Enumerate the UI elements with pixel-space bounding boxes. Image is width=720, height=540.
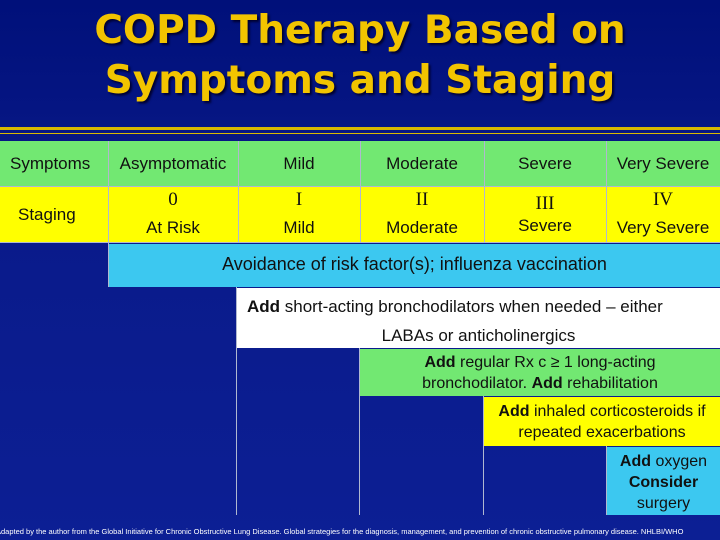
symptoms-asymptomatic: Asymptomatic (119, 154, 227, 173)
grid-line (0, 186, 720, 187)
grid-line (484, 141, 485, 243)
symptoms-mild: Mild (283, 154, 315, 173)
stage-1-label: Mild (283, 218, 315, 237)
stage-2-label: Moderate (386, 218, 458, 237)
short-acting-add: Add (247, 297, 281, 316)
grid-line (236, 287, 237, 515)
stage-0: 0 At Risk (108, 189, 238, 239)
source-citation: Adapted by the author from the Global In… (0, 527, 684, 536)
stage-0-label: At Risk (146, 218, 200, 237)
oxygen-line-1: Add oxygen (607, 451, 720, 472)
regular-rx-line-1: Add regular Rx c ≥ 1 long-acting (360, 352, 720, 373)
stage-3: III Severe (484, 193, 606, 237)
stage-4: IV Very Severe (606, 189, 720, 239)
slide-title: COPD Therapy Based on Symptoms and Stagi… (0, 6, 720, 106)
regular-rx-text-3: rehabilitation (562, 375, 658, 392)
regular-rx-box: Add regular Rx c ≥ 1 long-acting broncho… (360, 349, 720, 396)
short-acting-line-1: Add short-acting bronchodilators when ne… (237, 292, 720, 321)
title-rule-thin (0, 133, 720, 134)
oxygen-line-3: surgery (636, 495, 691, 512)
short-acting-box: Add short-acting bronchodilators when ne… (237, 288, 720, 348)
inhaled-text-1: inhaled corticosteroids if (529, 403, 706, 420)
inhaled-line-2: repeated exacerbations (518, 424, 686, 441)
short-acting-text-1: short-acting bronchodilators when needed… (280, 297, 663, 316)
grid-line (606, 141, 607, 243)
grid-line (0, 242, 720, 243)
stage-4-label: Very Severe (616, 218, 710, 237)
title-line-1: COPD Therapy Based on (94, 8, 626, 53)
grid-line (238, 141, 239, 243)
staging-header: Staging (18, 205, 76, 224)
grid-line (108, 141, 109, 243)
oxygen-consider: Consider (628, 474, 699, 491)
inhaled-line-1: Add inhaled corticosteroids if (484, 401, 720, 422)
short-acting-line-2: LABAs or anticholinergics (381, 326, 576, 345)
stage-4-numeral: IV (652, 189, 674, 210)
grid-line (359, 348, 360, 515)
stage-2: II Moderate (360, 189, 484, 239)
oxygen-box: Add oxygen Consider surgery (607, 447, 720, 515)
oxygen-line-2: Consider (607, 472, 720, 493)
regular-rx-text-1: regular Rx c ≥ 1 long-acting (455, 354, 656, 371)
grid-line (360, 141, 361, 243)
inhaled-add: Add (498, 403, 530, 420)
stage-3-numeral: III (535, 193, 555, 214)
stage-1: I Mild (238, 189, 360, 239)
oxygen-add: Add (619, 453, 652, 470)
stage-3-label: Severe (518, 216, 572, 235)
regular-rx-add-2: Add (531, 375, 563, 392)
regular-rx-text-2: bronchodilator. (422, 375, 532, 392)
symptoms-header: Symptoms (10, 154, 91, 173)
symptoms-moderate: Moderate (386, 154, 458, 173)
grid-line (483, 396, 484, 515)
symptoms-severe: Severe (518, 154, 572, 173)
grid-line (606, 446, 607, 515)
stage-0-numeral: 0 (168, 189, 178, 210)
avoidance-box (109, 244, 720, 287)
title-rule (0, 127, 720, 130)
grid-line (108, 243, 109, 287)
oxygen-text-1: oxygen (651, 453, 708, 470)
title-line-2: Symptoms and Staging (104, 58, 616, 103)
inhaled-box: Add inhaled corticosteroids if repeated … (484, 397, 720, 446)
stage-2-numeral: II (415, 189, 429, 210)
avoidance-text: Avoidance of risk factor(s); influenza v… (222, 254, 607, 274)
regular-rx-line-2: bronchodilator. Add rehabilitation (360, 373, 720, 394)
symptoms-very-severe: Very Severe (616, 154, 710, 173)
stage-1-numeral: I (295, 189, 303, 210)
regular-rx-add: Add (424, 354, 456, 371)
